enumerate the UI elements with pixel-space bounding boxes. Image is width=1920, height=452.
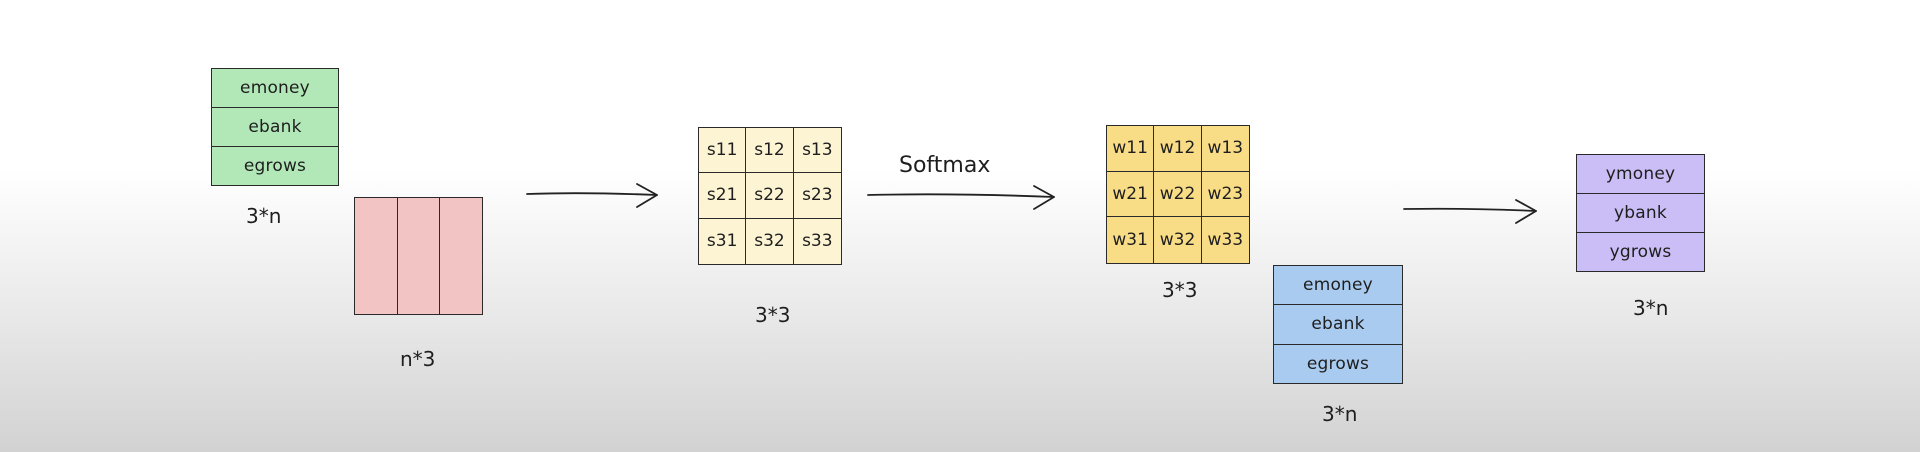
e-stack-green: emoney ebank egrows <box>211 68 339 186</box>
softmax-label: Softmax <box>899 153 991 178</box>
pink-matrix-dims: n*3 <box>400 347 436 371</box>
arrow-to-output <box>1403 199 1537 224</box>
pink-matrix-col <box>440 198 482 314</box>
weight-cell: w31 <box>1107 217 1155 263</box>
e-row-ebank: ebank <box>1274 305 1402 345</box>
weight-matrix-dims: 3*3 <box>1162 278 1198 302</box>
weight-cell: w33 <box>1207 230 1244 251</box>
weight-cell: w23 <box>1201 172 1249 218</box>
y-output-dims: 3*n <box>1633 296 1669 320</box>
e-row-ebank: ebank <box>212 108 338 147</box>
score-cell: s12 <box>746 128 794 174</box>
score-cell: s32 <box>746 218 794 264</box>
e-stack-green-dims: 3*n <box>246 204 282 228</box>
e-row-egrows: egrows <box>1306 353 1370 374</box>
arrow-softmax <box>867 185 1055 210</box>
score-cell: s22 <box>746 173 794 219</box>
score-cell: s13 <box>793 128 841 174</box>
score-cell: s31 <box>699 218 747 264</box>
weight-cell: w12 <box>1154 126 1202 172</box>
y-row-ybank: ybank <box>1577 194 1704 233</box>
weight-cell: w11 <box>1107 126 1155 172</box>
score-matrix: s11 s12 s13 s21 s22 s23 s31 s32 s33 <box>698 127 842 265</box>
weight-cell: w21 <box>1107 171 1155 218</box>
y-row-ygrows: ygrows <box>1609 242 1672 262</box>
e-row-emoney: emoney <box>1274 266 1402 306</box>
weight-cell: w13 <box>1201 126 1249 172</box>
pink-matrix <box>354 197 483 315</box>
e-row-egrows: egrows <box>243 156 307 176</box>
pink-matrix-col <box>355 198 398 314</box>
y-output-stack: ymoney ybank ygrows <box>1576 154 1705 272</box>
e-stack-blue-dims: 3*n <box>1322 402 1358 426</box>
score-cell: s21 <box>699 173 747 219</box>
score-cell: s11 <box>699 128 747 174</box>
arrow-to-scores <box>526 183 658 208</box>
score-cell: s23 <box>793 173 841 219</box>
pink-matrix-col <box>398 198 441 314</box>
e-stack-blue: emoney ebank egrows <box>1273 265 1403 384</box>
weight-cell: w32 <box>1154 217 1202 263</box>
y-row-ymoney: ymoney <box>1577 155 1704 194</box>
score-cell: s33 <box>802 231 833 252</box>
score-matrix-dims: 3*3 <box>755 303 791 327</box>
weight-matrix: w11 w12 w13 w21 w22 w23 w31 w32 w33 <box>1106 125 1250 264</box>
weight-cell: w22 <box>1154 171 1202 218</box>
e-row-emoney: emoney <box>212 69 338 108</box>
